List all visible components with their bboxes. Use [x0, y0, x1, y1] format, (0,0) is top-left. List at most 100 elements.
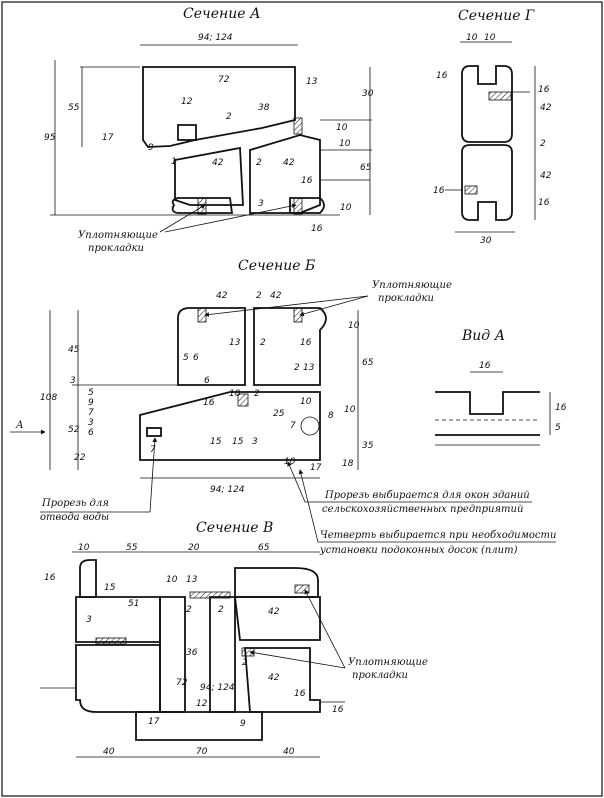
section-v-top-right-lip	[234, 567, 319, 598]
dim-view-16b: 16	[555, 403, 567, 413]
slot-note-1: Прорезь выбирается для окон зданий	[324, 490, 530, 501]
section-a-groove	[177, 124, 197, 141]
dim-b-2: 2	[256, 291, 262, 301]
drain-label-2: отвода воды	[40, 512, 109, 523]
dim-b-3b: 3	[88, 418, 94, 428]
dim-a-55: 55	[68, 103, 80, 113]
section-a-right-foot	[289, 197, 325, 214]
dim-v-2a: 2	[186, 605, 192, 615]
dim-v-3: 3	[86, 615, 92, 625]
dim-v-13: 13	[186, 575, 198, 585]
dim-a-3: 3	[258, 199, 264, 209]
section-a-lower-left	[174, 146, 244, 206]
dim-b-7c: 7	[150, 445, 156, 455]
dim-g-16a: 16	[436, 71, 448, 81]
dim-b-108: 108	[40, 393, 57, 403]
section-b: Сечение Б 42 2 42 10 16 45 108 13 2 65 5…	[10, 258, 556, 556]
section-v-base	[135, 711, 263, 741]
dim-b-18: 18	[342, 459, 354, 469]
section-g-seal-upper	[488, 91, 512, 101]
dim-g-42b: 42	[540, 171, 552, 181]
section-a-seal-label-1: Уплотняющие	[78, 230, 158, 241]
section-v-seal-label-1: Уплотняющие	[348, 657, 428, 668]
dim-a-17: 17	[102, 133, 114, 143]
dim-a-16b: 16	[311, 224, 323, 234]
dim-v-16c: 16	[332, 705, 344, 715]
dim-v-65: 65	[258, 543, 270, 553]
section-v-title: Сечение В	[196, 520, 273, 536]
dim-v-2b: 2	[218, 605, 224, 615]
dim-b-22: 22	[74, 453, 86, 463]
dim-g-16d: 16	[538, 198, 550, 208]
section-b-title: Сечение Б	[238, 258, 315, 274]
dim-v-20: 20	[188, 543, 200, 553]
dim-b-2c: 2	[294, 363, 300, 373]
dim-b-10c: 10	[344, 405, 356, 415]
dim-b-9: 9	[88, 398, 94, 408]
dim-b-6c: 6	[88, 428, 94, 438]
dim-b-7b: 7	[290, 421, 296, 431]
slot-note-2: сельскохозяйственных предприятий	[322, 504, 523, 515]
dim-b-2b: 2	[260, 338, 266, 348]
dim-a-72: 72	[218, 75, 230, 85]
dim-b-45: 45	[68, 345, 80, 355]
dim-b-6b: 6	[204, 376, 210, 386]
dim-v-55: 55	[126, 543, 138, 553]
dim-a-95: 95	[44, 133, 56, 143]
dim-v-10b: 10	[166, 575, 178, 585]
dim-b-6: 6	[193, 353, 199, 363]
dim-b-3: 3	[70, 376, 76, 386]
section-g-lower-block	[461, 144, 513, 221]
dim-v-72: 72	[176, 678, 188, 688]
dim-g-16c: 16	[433, 186, 445, 196]
dim-b-10: 10	[348, 321, 360, 331]
quarter-note-2: установки подоконных досок (плит)	[319, 545, 518, 556]
section-a-title: Сечение А	[183, 6, 261, 22]
section-a-seal-right	[293, 197, 303, 215]
dim-a-12: 12	[181, 97, 193, 107]
section-v-left-web	[159, 596, 186, 713]
dim-v-10: 10	[78, 543, 90, 553]
section-v-seal-label-2: прокладки	[352, 670, 408, 681]
view-a-title: Вид А	[461, 328, 505, 344]
dim-b-10d: 10	[300, 397, 312, 407]
dim-g-2: 2	[540, 139, 546, 149]
dim-v-2c: 2	[242, 658, 248, 668]
dim-v-36: 36	[186, 648, 198, 658]
dim-g-16b: 16	[538, 85, 550, 95]
dim-b-7: 7	[88, 408, 94, 418]
dim-b-5: 5	[183, 353, 189, 363]
dim-a-42-left: 42	[212, 158, 224, 168]
section-a-seal-top	[293, 117, 303, 135]
dim-g-10a: 10	[466, 33, 478, 43]
dim-a-16: 16	[301, 176, 313, 186]
dim-a-2: 2	[226, 112, 232, 122]
quarter-note-1: Четверть выбирается при необходимости	[320, 530, 556, 541]
dim-view-16a: 16	[479, 361, 491, 371]
dim-v-12: 12	[196, 699, 208, 709]
dim-a-10c: 10	[340, 203, 352, 213]
dim-v-42a: 42	[268, 607, 280, 617]
dim-a-13: 13	[306, 77, 318, 87]
dim-a-10b: 10	[339, 139, 351, 149]
section-a-seal-label-2: прокладки	[88, 243, 144, 254]
dim-v-16a: 16	[44, 573, 56, 583]
section-a-seal-left	[197, 197, 207, 215]
section-b-lower	[139, 391, 321, 461]
section-a: Сечение А 94; 124 72 13 12 2 38 30 55 95…	[44, 6, 374, 254]
section-v-seal-left	[95, 637, 127, 645]
dim-v-height: 94; 124	[200, 683, 235, 693]
section-b-seal-label-2: прокладки	[378, 293, 434, 304]
dim-v-51: 51	[128, 599, 139, 609]
dim-a-2b: 2	[256, 158, 262, 168]
dim-b-35: 35	[362, 441, 374, 451]
dim-b-13a: 13	[229, 338, 241, 348]
dim-v-40a: 40	[103, 747, 115, 757]
dim-b-10b: 10	[229, 389, 241, 399]
dim-b-16b: 16	[203, 398, 215, 408]
dim-a-10: 10	[336, 123, 348, 133]
dim-v-70: 70	[196, 747, 208, 757]
dim-b-13b: 13	[303, 363, 315, 373]
dim-a-30: 30	[362, 89, 374, 99]
